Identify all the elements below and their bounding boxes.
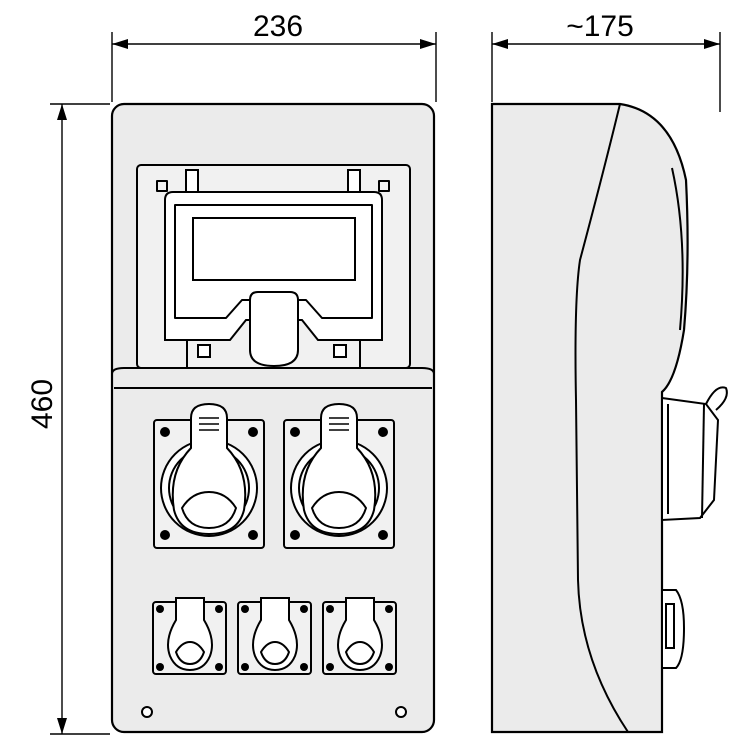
mounting-hole-right [395,706,407,718]
screw-top-left [156,180,168,192]
schuko-socket-1 [152,597,227,675]
mounting-hole-left [141,706,153,718]
side-schuko-socket [661,589,686,669]
side-view [490,102,728,734]
depth-label: ~175 [566,10,634,43]
width-label: 236 [253,10,303,43]
side-cee-socket [661,386,728,522]
screw-bottom-left [197,344,211,358]
schuko-socket-3 [322,597,397,675]
transparent-lid-inner [174,204,373,319]
breaker-window [192,217,356,281]
hinge-left [185,169,199,193]
height-label: 460 [26,379,59,429]
socket-cover-left [171,402,247,536]
schuko-socket-2 [237,597,312,675]
enclosure-side-body [490,102,689,734]
cee-socket-right [283,402,395,549]
height-dimension: 460 [26,103,110,735]
screw-top-right [378,180,390,192]
side-lid-curve [574,103,629,733]
screw-bottom-right [333,344,347,358]
front-view [110,102,436,734]
width-dimension: 236 [111,10,437,102]
cee-socket-left [153,402,265,549]
hinge-right [347,169,361,193]
depth-dimension: ~175 [491,10,721,112]
latch [249,291,299,368]
socket-cover-right [301,402,377,536]
